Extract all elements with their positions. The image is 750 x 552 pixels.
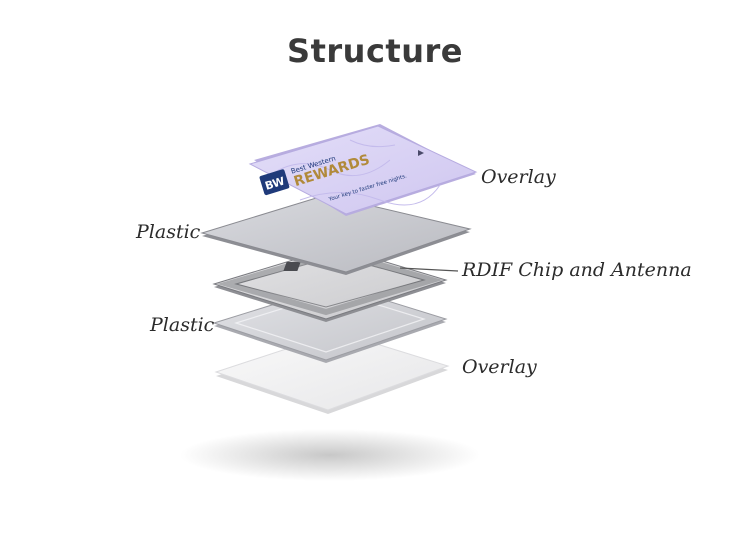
brand-logo-badge [259, 169, 290, 196]
label-rfid-chip-antenna: RDIF Chip and Antenna [462, 259, 692, 281]
rfid-leader-line [399, 267, 459, 272]
brand-logo-text: BW [263, 175, 286, 193]
label-plastic-top: Plastic [136, 221, 201, 243]
label-plastic-bottom: Plastic [150, 314, 215, 336]
layer-plastic-top [200, 194, 472, 275]
page-title: Structure [287, 32, 463, 70]
card-arrow-mark [418, 150, 424, 156]
label-overlay-top: Overlay [481, 166, 556, 188]
label-overlay-bottom: Overlay [462, 356, 537, 378]
rfid-chip [283, 262, 301, 271]
layer-overlay-top: BW Best Western REWARDS Your key to fast… [248, 124, 478, 216]
card-shadow [180, 429, 480, 481]
